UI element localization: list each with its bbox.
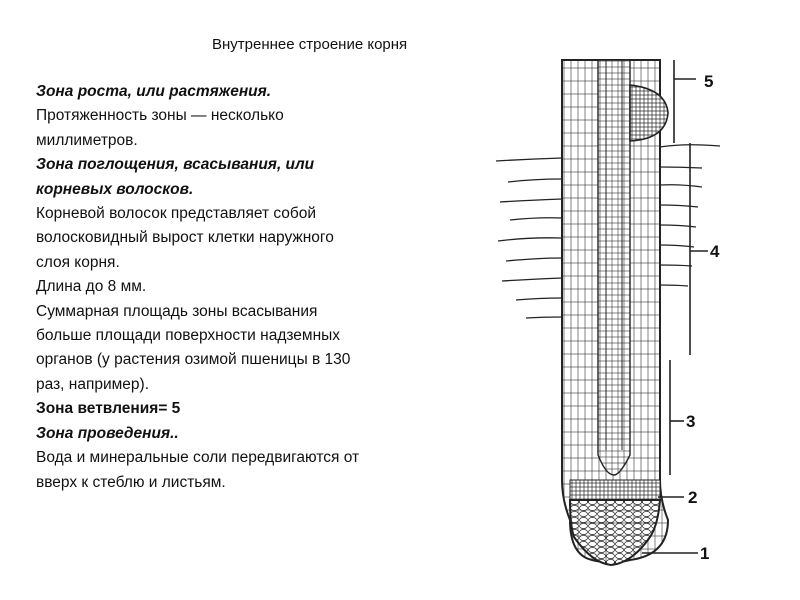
text-line: волосковидный вырост клетки наружного	[36, 229, 334, 247]
text-line: корневых волосков.	[36, 180, 194, 198]
text-line: миллиметров.	[36, 131, 138, 149]
text-line: Корневой волосок представляет собой	[36, 205, 317, 223]
zone-label-5: 5	[704, 72, 713, 91]
paragraph-absorption-zone-heading: Зона поглощения, всасывания, или корневы…	[36, 153, 476, 202]
zone-label-4: 4	[710, 242, 720, 261]
slide-title: Внутреннее строение корня	[212, 36, 408, 53]
text-line: Суммарная площадь зоны всасывания	[36, 302, 318, 320]
text-line: раз, например).	[36, 375, 150, 393]
paragraph-conduction-description: Вода и минеральные соли передвигаются от…	[36, 446, 476, 495]
text-line: Зона ветвления= 5	[36, 400, 181, 418]
zone-label-2: 2	[688, 488, 697, 507]
zone-label-3: 3	[686, 412, 695, 431]
root-hairs-right	[659, 144, 721, 287]
paragraph-growth-zone-heading: Зона роста, или растяжения.	[36, 80, 476, 104]
paragraph-root-hair-description: Корневой волосок представляет собой воло…	[36, 202, 476, 275]
text-line: Зона роста, или растяжения.	[36, 83, 272, 100]
root-hairs-left	[495, 157, 563, 319]
zone-label-1: 1	[700, 544, 709, 563]
central-cylinder	[597, 59, 631, 476]
paragraph-growth-zone-length: Протяженность зоны — несколько миллиметр…	[36, 104, 476, 153]
paragraph-root-hair-length: Длина до 8 мм.	[36, 275, 476, 299]
paragraph-branching-zone: Зона ветвления= 5	[36, 397, 476, 421]
paragraph-absorption-area: Суммарная площадь зоны всасывания больше…	[36, 300, 476, 398]
text-line: Вода и минеральные соли передвигаются от	[36, 449, 360, 467]
text-line: органов (у растения озимой пшеницы в 130	[36, 351, 351, 369]
text-line: Протяженность зоны — несколько	[36, 107, 284, 125]
root-structure-diagram: 5 4 3 2 1	[495, 59, 721, 567]
root-cap	[568, 499, 662, 567]
text-body: Зона роста, или растяжения. Протяженност…	[36, 80, 476, 495]
paragraph-conduction-zone-heading: Зона проведения..	[36, 422, 476, 446]
text-line: Зона проведения..	[36, 424, 179, 442]
zone-markers	[642, 60, 708, 554]
text-line: Зона поглощения, всасывания, или	[36, 156, 315, 174]
text-line: слоя корня.	[36, 253, 120, 271]
lateral-root-primordium	[629, 84, 669, 142]
text-line: вверх к стеблю и листьям.	[36, 473, 226, 491]
text-line: больше площади поверхности надземных	[36, 327, 341, 345]
text-line: Длина до 8 мм.	[36, 278, 147, 296]
meristem-zone	[569, 479, 661, 503]
